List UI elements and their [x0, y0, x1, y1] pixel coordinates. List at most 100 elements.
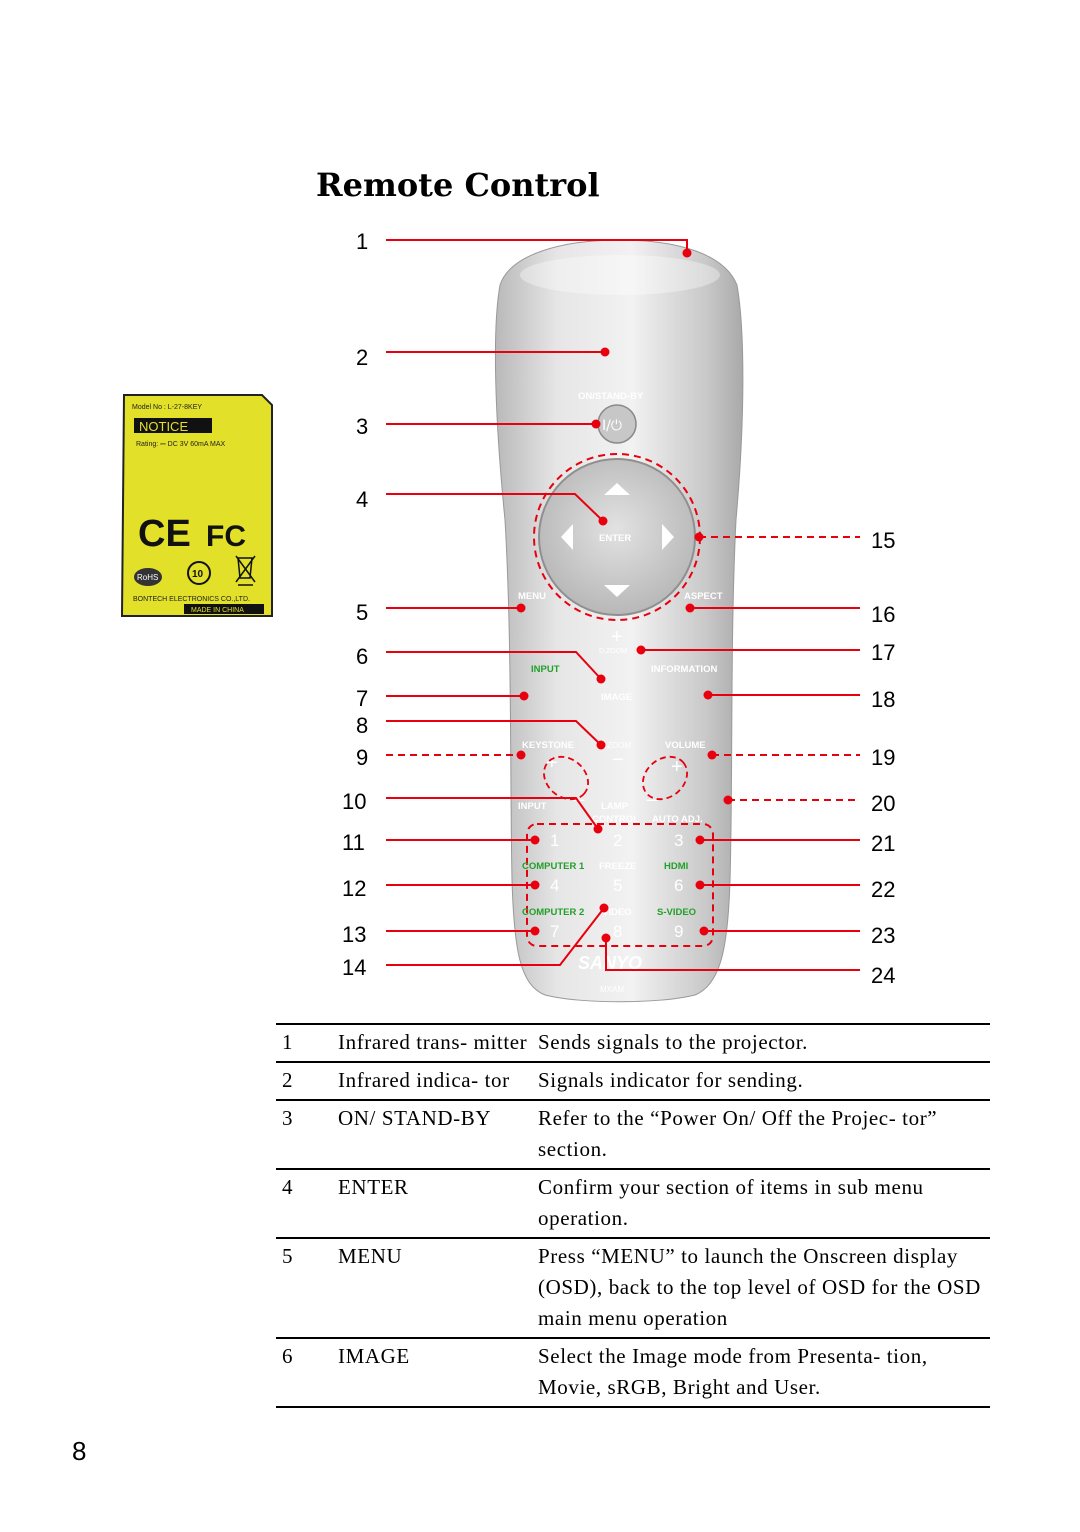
- key-8[interactable]: 8: [613, 922, 622, 941]
- notice-rating: Rating: ⎓ DC 3V 60mA MAX: [136, 441, 226, 448]
- leader-dot: [593, 824, 603, 834]
- key-6[interactable]: 6: [674, 876, 683, 895]
- arrow-up-icon[interactable]: [604, 483, 630, 495]
- input-label[interactable]: INPUT: [531, 664, 560, 675]
- callout-number-4: 4: [356, 487, 368, 512]
- callout-number-18: 18: [871, 687, 895, 712]
- rohs-text: RoHS: [137, 573, 158, 582]
- page-title: Remote Control: [316, 166, 600, 204]
- control-label[interactable]: CONTROL: [592, 814, 639, 825]
- callout-number-12: 12: [342, 876, 366, 901]
- dzoom-plus-label: D.ZOOM: [599, 648, 627, 655]
- ten-year-icon: [187, 561, 211, 585]
- leader-dot: [519, 691, 529, 701]
- leader-dot: [695, 880, 705, 890]
- callout-number-9: 9: [356, 745, 368, 770]
- leader-line: [605, 938, 860, 971]
- leader-line: [386, 797, 599, 830]
- dzoom-minus-icon[interactable]: −: [612, 749, 624, 771]
- computer2-label[interactable]: COMPUTER 2: [522, 907, 584, 918]
- leader-dot: [695, 835, 705, 845]
- on-standby-label: ON/STAND-BY: [578, 391, 644, 402]
- volume-label[interactable]: VOLUME: [665, 740, 706, 751]
- leader-line: [386, 651, 602, 680]
- input-source-label[interactable]: INPUT: [518, 801, 547, 812]
- row-feature: Infrared trans- mitter: [338, 1030, 528, 1054]
- auto-adj-label[interactable]: AUTO ADJ.: [652, 814, 703, 825]
- leader-dot: [694, 532, 704, 542]
- leader-dot: [703, 690, 713, 700]
- leader-dot: [682, 248, 692, 258]
- row-number: 6: [282, 1344, 294, 1368]
- key-2[interactable]: 2: [613, 831, 622, 850]
- leader-line: [386, 720, 602, 746]
- ce-mark: CE: [138, 513, 191, 555]
- arrow-left-icon[interactable]: [561, 524, 573, 550]
- row-feature: ENTER: [338, 1175, 409, 1199]
- freeze-label[interactable]: FREEZE: [599, 861, 636, 872]
- key-1[interactable]: 1: [550, 831, 559, 850]
- row-number: 5: [282, 1244, 294, 1268]
- remote-body: [494, 239, 744, 1003]
- video-label[interactable]: VIDEO: [602, 907, 632, 918]
- image-label[interactable]: IMAGE: [601, 692, 632, 703]
- callout-number-3: 3: [356, 414, 368, 439]
- key-4[interactable]: 4: [550, 876, 559, 895]
- leader-line: [386, 907, 605, 966]
- notice-label: Model No : L-27-8KEY NOTICE Rating: ⎓ DC…: [120, 394, 273, 617]
- key-7[interactable]: 7: [550, 922, 559, 941]
- leader-dot: [516, 603, 526, 613]
- callout-number-13: 13: [342, 922, 366, 947]
- svideo-label[interactable]: S-VIDEO: [657, 907, 696, 918]
- row-feature: IMAGE: [338, 1344, 410, 1368]
- row-feature: MENU: [338, 1244, 403, 1268]
- aspect-label[interactable]: ASPECT: [684, 591, 723, 602]
- row-description: Press “MENU” to launch the Onscreen disp…: [538, 1244, 981, 1330]
- volume-outline: [642, 755, 688, 801]
- callout-number-17: 17: [871, 640, 895, 665]
- notice-model: Model No : L-27-8KEY: [132, 404, 202, 411]
- row-number: 2: [282, 1068, 294, 1092]
- leader-dot: [530, 926, 540, 936]
- dzoom-minus-label: D.ZOOM: [599, 741, 631, 750]
- information-label[interactable]: INFORMATION: [651, 664, 717, 675]
- volume-plus-icon[interactable]: +: [671, 756, 683, 778]
- dzoom-plus-icon[interactable]: +: [611, 626, 623, 648]
- lamp-label[interactable]: LAMP: [601, 801, 629, 812]
- callout-number-2: 2: [356, 345, 368, 370]
- row-number: 3: [282, 1106, 294, 1130]
- key-5[interactable]: 5: [613, 876, 622, 895]
- keystone-plus-icon[interactable]: +: [546, 752, 558, 774]
- leader-dot: [601, 933, 611, 943]
- row-description: Confirm your section of items in sub men…: [538, 1175, 924, 1230]
- row-description: Select the Image mode from Presenta- tio…: [538, 1344, 928, 1399]
- row-description: Signals indicator for sending.: [538, 1068, 804, 1092]
- row-description: Sends signals to the projector.: [538, 1030, 808, 1054]
- notice-title: NOTICE: [139, 419, 188, 434]
- hdmi-label[interactable]: HDMI: [664, 861, 688, 872]
- enter-label[interactable]: ENTER: [599, 533, 631, 544]
- arrow-right-icon[interactable]: [662, 524, 674, 550]
- callout-number-16: 16: [871, 602, 895, 627]
- callout-number-22: 22: [871, 877, 895, 902]
- remote-control-figure: Model No : L-27-8KEY NOTICE Rating: ⎓ DC…: [120, 229, 895, 1003]
- notice-made-in: MADE IN CHINA: [191, 607, 244, 614]
- callout-number-6: 6: [356, 644, 368, 669]
- computer1-label[interactable]: COMPUTER 1: [522, 861, 585, 872]
- key-3[interactable]: 3: [674, 831, 683, 850]
- callout-number-8: 8: [356, 713, 368, 738]
- arrow-down-icon[interactable]: [604, 585, 630, 597]
- leader-dot: [599, 903, 609, 913]
- row-description: Refer to the “Power On/ Off the Projec- …: [538, 1106, 938, 1161]
- weee-bin-icon: [235, 555, 256, 586]
- key-9[interactable]: 9: [674, 922, 683, 941]
- menu-label[interactable]: MENU: [518, 591, 546, 602]
- keystone-label[interactable]: KEYSTONE: [522, 740, 574, 751]
- callout-number-14: 14: [342, 955, 366, 980]
- leader-dot: [600, 347, 610, 357]
